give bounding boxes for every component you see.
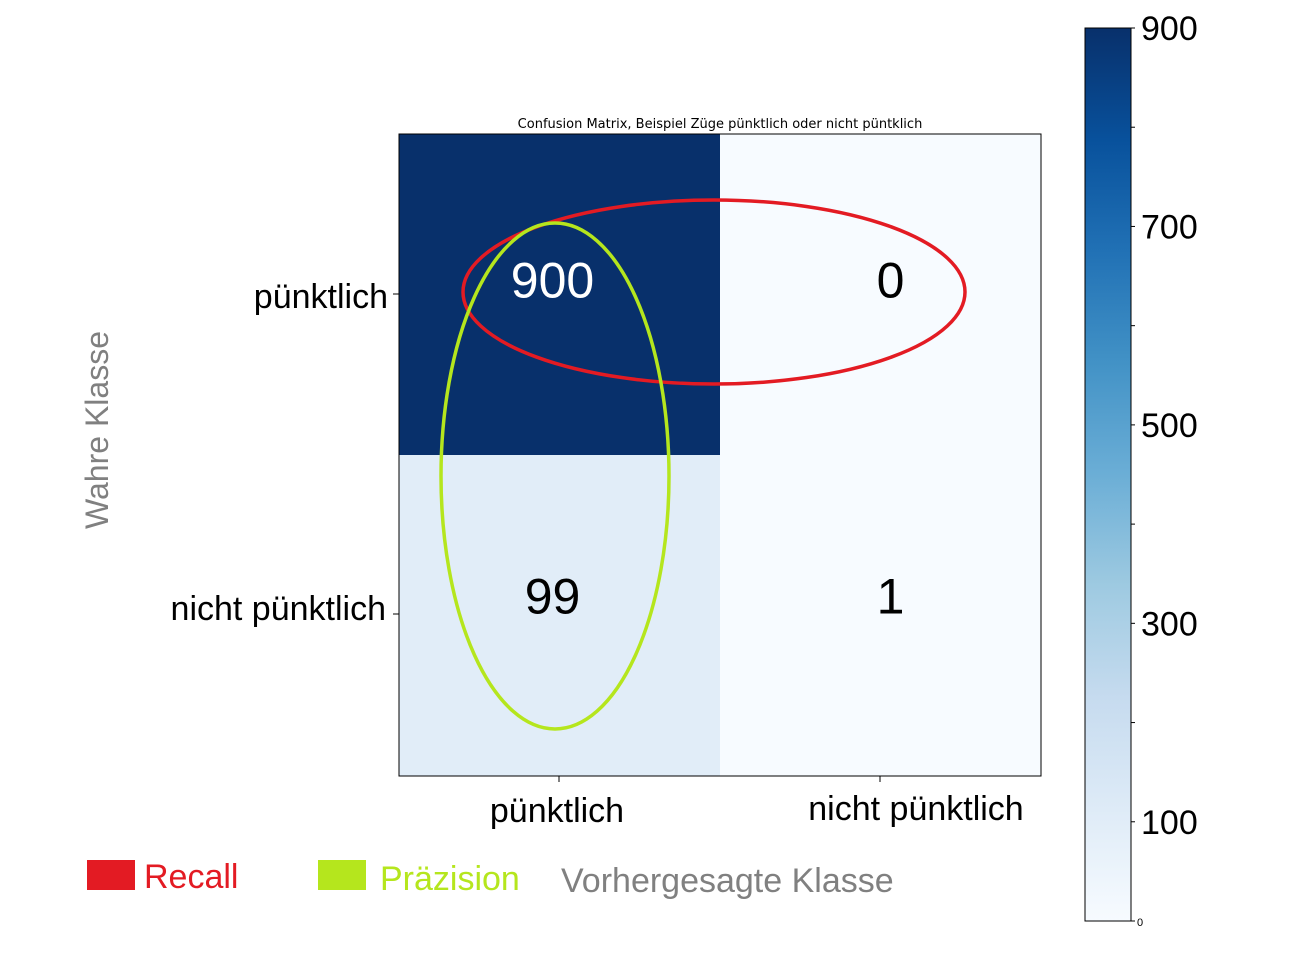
precision-legend-label: Präzision	[380, 860, 520, 898]
colorbar-tick-label: 300	[1141, 605, 1198, 643]
y-tick-label-nicht-puenktlich: nicht pünktlich	[171, 590, 386, 628]
x-tick-label-nicht-puenktlich: nicht pünktlich	[808, 790, 1023, 828]
x-axis-label: Vorhergesagte Klasse	[561, 862, 894, 900]
colorbar-tick-label: 500	[1141, 407, 1198, 445]
colorbar-tick-label: 700	[1141, 208, 1198, 246]
y-axis-label: Wahre Klasse	[79, 331, 115, 529]
colorbar	[1084, 27, 1132, 922]
precision-legend-swatch	[318, 860, 366, 890]
matrix-cell-value: 0	[877, 253, 905, 309]
matrix-cell-value: 1	[877, 569, 905, 625]
colorbar-tick-label: 900	[1141, 10, 1198, 48]
x-tick-label-puenktlich: pünktlich	[490, 792, 624, 830]
y-tick-label-puenktlich: pünktlich	[254, 278, 388, 316]
chart-title: Confusion Matrix, Beispiel Züge pünktlic…	[518, 117, 923, 132]
matrix-cell	[399, 134, 720, 455]
colorbar-ticks: 900 700 500 300 100 0	[1131, 10, 1198, 929]
matrix-cell-value: 900	[511, 253, 594, 309]
matrix-cells: 900 0 99 1	[399, 134, 1041, 776]
colorbar-tick-label: 0	[1137, 917, 1143, 929]
matrix-cell-value: 99	[525, 569, 581, 625]
matrix-cell	[720, 134, 1041, 455]
colorbar-tick-label: 100	[1141, 804, 1198, 842]
recall-legend-label: Recall	[144, 858, 238, 896]
recall-ellipse	[461, 198, 967, 386]
precision-ellipse	[439, 221, 671, 731]
recall-legend-swatch	[87, 860, 135, 890]
matrix-cell	[720, 455, 1041, 776]
plot-frame	[398, 133, 1042, 777]
